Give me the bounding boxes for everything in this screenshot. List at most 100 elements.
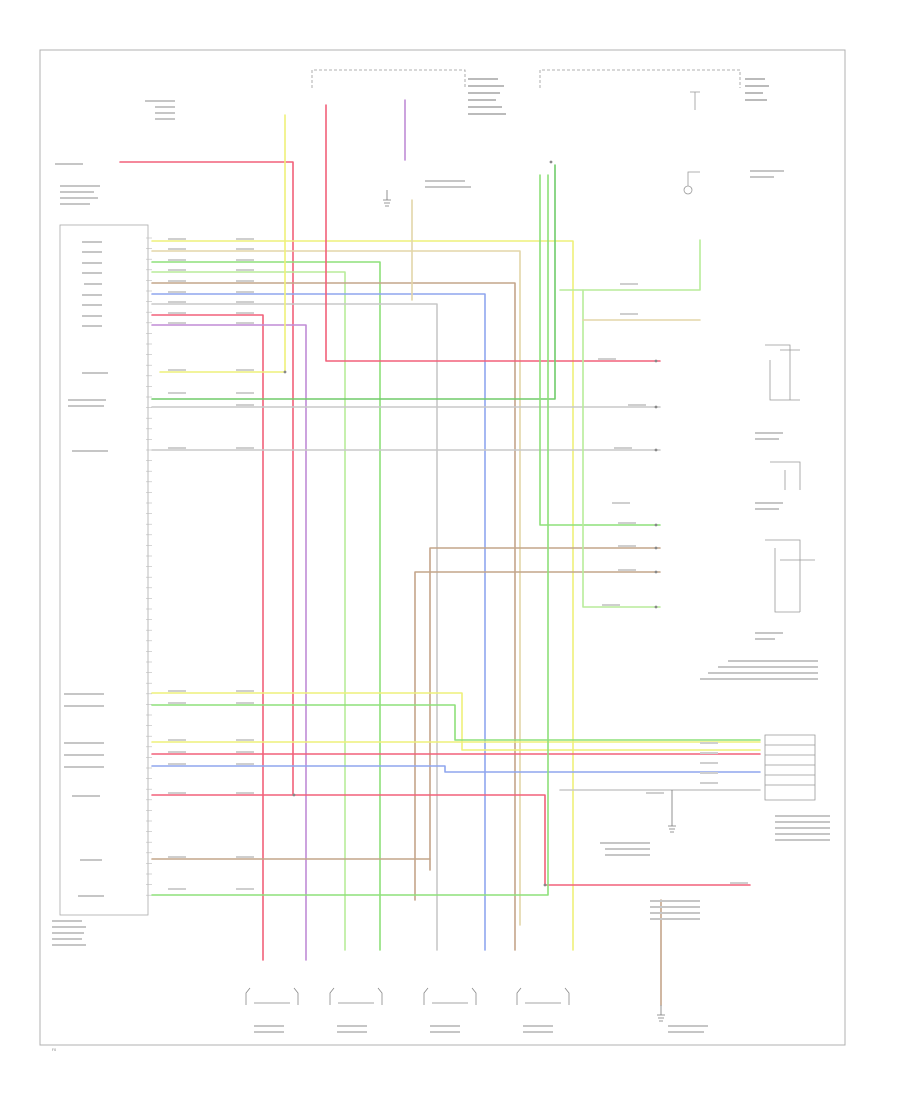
wire-tag <box>700 742 718 744</box>
wire-tag <box>618 545 636 547</box>
pin-rows <box>146 237 152 896</box>
wire <box>151 164 556 400</box>
wire-tag <box>168 856 186 858</box>
wire <box>151 303 438 951</box>
wire-tag <box>168 751 186 753</box>
wire <box>151 271 346 951</box>
wire-tag <box>700 762 718 764</box>
speaker-icon <box>245 987 299 1005</box>
wire-tag <box>598 358 616 360</box>
wire-tag <box>602 604 620 606</box>
wire-tag <box>236 280 254 282</box>
ground-icon <box>383 190 391 207</box>
wire-tag <box>168 259 186 261</box>
wire-tag <box>236 447 254 449</box>
splice-points <box>283 160 658 887</box>
ground-icon <box>657 1005 665 1022</box>
speaker-icon <box>329 987 383 1005</box>
wire-tag <box>168 792 186 794</box>
wire <box>159 114 286 373</box>
wire <box>119 161 294 796</box>
fuse-box-left <box>311 69 466 88</box>
wire-tag <box>700 752 718 754</box>
wire-tag <box>168 238 186 240</box>
wire-tag <box>168 322 186 324</box>
speaker-captions <box>254 1025 553 1033</box>
wire-tag <box>620 313 638 315</box>
wire-tag <box>168 392 186 394</box>
wire-tag <box>168 763 186 765</box>
wire <box>539 174 661 526</box>
pin-function-labels <box>52 163 108 946</box>
wire-tag <box>612 502 630 504</box>
wire-tag <box>236 369 254 371</box>
ground-icon <box>668 790 676 833</box>
wire <box>151 324 307 961</box>
wire-tag <box>730 882 748 884</box>
wire <box>151 765 761 773</box>
wire <box>559 239 701 291</box>
fuse-legend-right <box>745 78 769 101</box>
wire-tag <box>236 702 254 704</box>
wire-tag <box>236 269 254 271</box>
wire-tag <box>168 291 186 293</box>
wire <box>151 293 486 951</box>
wire-tags <box>168 238 748 890</box>
wire-tag <box>168 447 186 449</box>
wire <box>151 240 574 951</box>
wire-tag <box>236 888 254 890</box>
wire-tag <box>646 792 664 794</box>
wire-tag <box>620 283 638 285</box>
wire-tag <box>168 269 186 271</box>
relay-switch-top <box>683 91 700 195</box>
diagram-frame <box>39 49 846 1046</box>
switch-right-3 <box>765 539 815 613</box>
control-module-connector <box>59 224 149 916</box>
wire-tag <box>236 856 254 858</box>
wire <box>582 289 661 608</box>
wire-tag <box>236 238 254 240</box>
wire <box>151 282 516 951</box>
wire-tag <box>168 312 186 314</box>
wire-tag <box>168 248 186 250</box>
wire-tag <box>168 301 186 303</box>
wire-tag <box>236 404 254 406</box>
wire <box>151 314 264 961</box>
wire-tag <box>614 447 632 449</box>
wire-tag <box>168 739 186 741</box>
wire-tag <box>168 280 186 282</box>
speaker-group <box>245 987 570 1005</box>
wire-tag <box>168 369 186 371</box>
wire-tag <box>236 259 254 261</box>
wire-tag <box>236 690 254 692</box>
wire <box>151 704 761 741</box>
wire <box>414 571 661 901</box>
wire-tag <box>700 772 718 774</box>
speaker-icon <box>516 987 570 1005</box>
wire-tag <box>236 763 254 765</box>
page-marker: F0 <box>52 1048 56 1052</box>
wire-tag <box>168 888 186 890</box>
wire-tag <box>236 751 254 753</box>
right-component-captions <box>145 100 830 1033</box>
wire-tag <box>168 690 186 692</box>
wire-tag <box>236 301 254 303</box>
wire-tag <box>700 782 718 784</box>
wire-tag <box>236 792 254 794</box>
wire-tag <box>236 248 254 250</box>
wire-tag <box>236 392 254 394</box>
fuse-legend-left <box>468 78 506 115</box>
wire-harness <box>119 99 761 1006</box>
wire <box>325 104 661 362</box>
speaker-icon <box>423 987 477 1005</box>
wire-tag <box>618 522 636 524</box>
wire-tag <box>236 322 254 324</box>
wire <box>151 692 761 751</box>
connector-right-bottom <box>764 734 816 801</box>
wire-tag <box>618 569 636 571</box>
wire <box>151 261 381 951</box>
switch-right-1 <box>765 344 800 401</box>
fuse-box-right <box>539 69 741 88</box>
wire-tag <box>236 312 254 314</box>
